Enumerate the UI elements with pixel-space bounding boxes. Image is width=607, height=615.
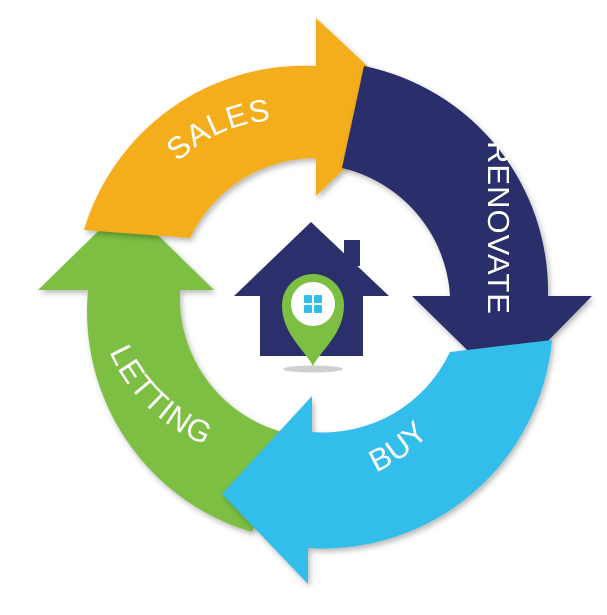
sales-arrow bbox=[84, 18, 410, 238]
renovate-label: RENOVATE bbox=[481, 141, 516, 315]
window-icon bbox=[304, 295, 322, 313]
pin-inner-circle bbox=[291, 282, 335, 326]
letting-arrow bbox=[38, 204, 290, 532]
renovate-arrow bbox=[342, 66, 592, 386]
house-location-pin-icon bbox=[234, 222, 389, 373]
buy-arrow bbox=[222, 340, 552, 584]
pin-shadow bbox=[283, 365, 343, 373]
